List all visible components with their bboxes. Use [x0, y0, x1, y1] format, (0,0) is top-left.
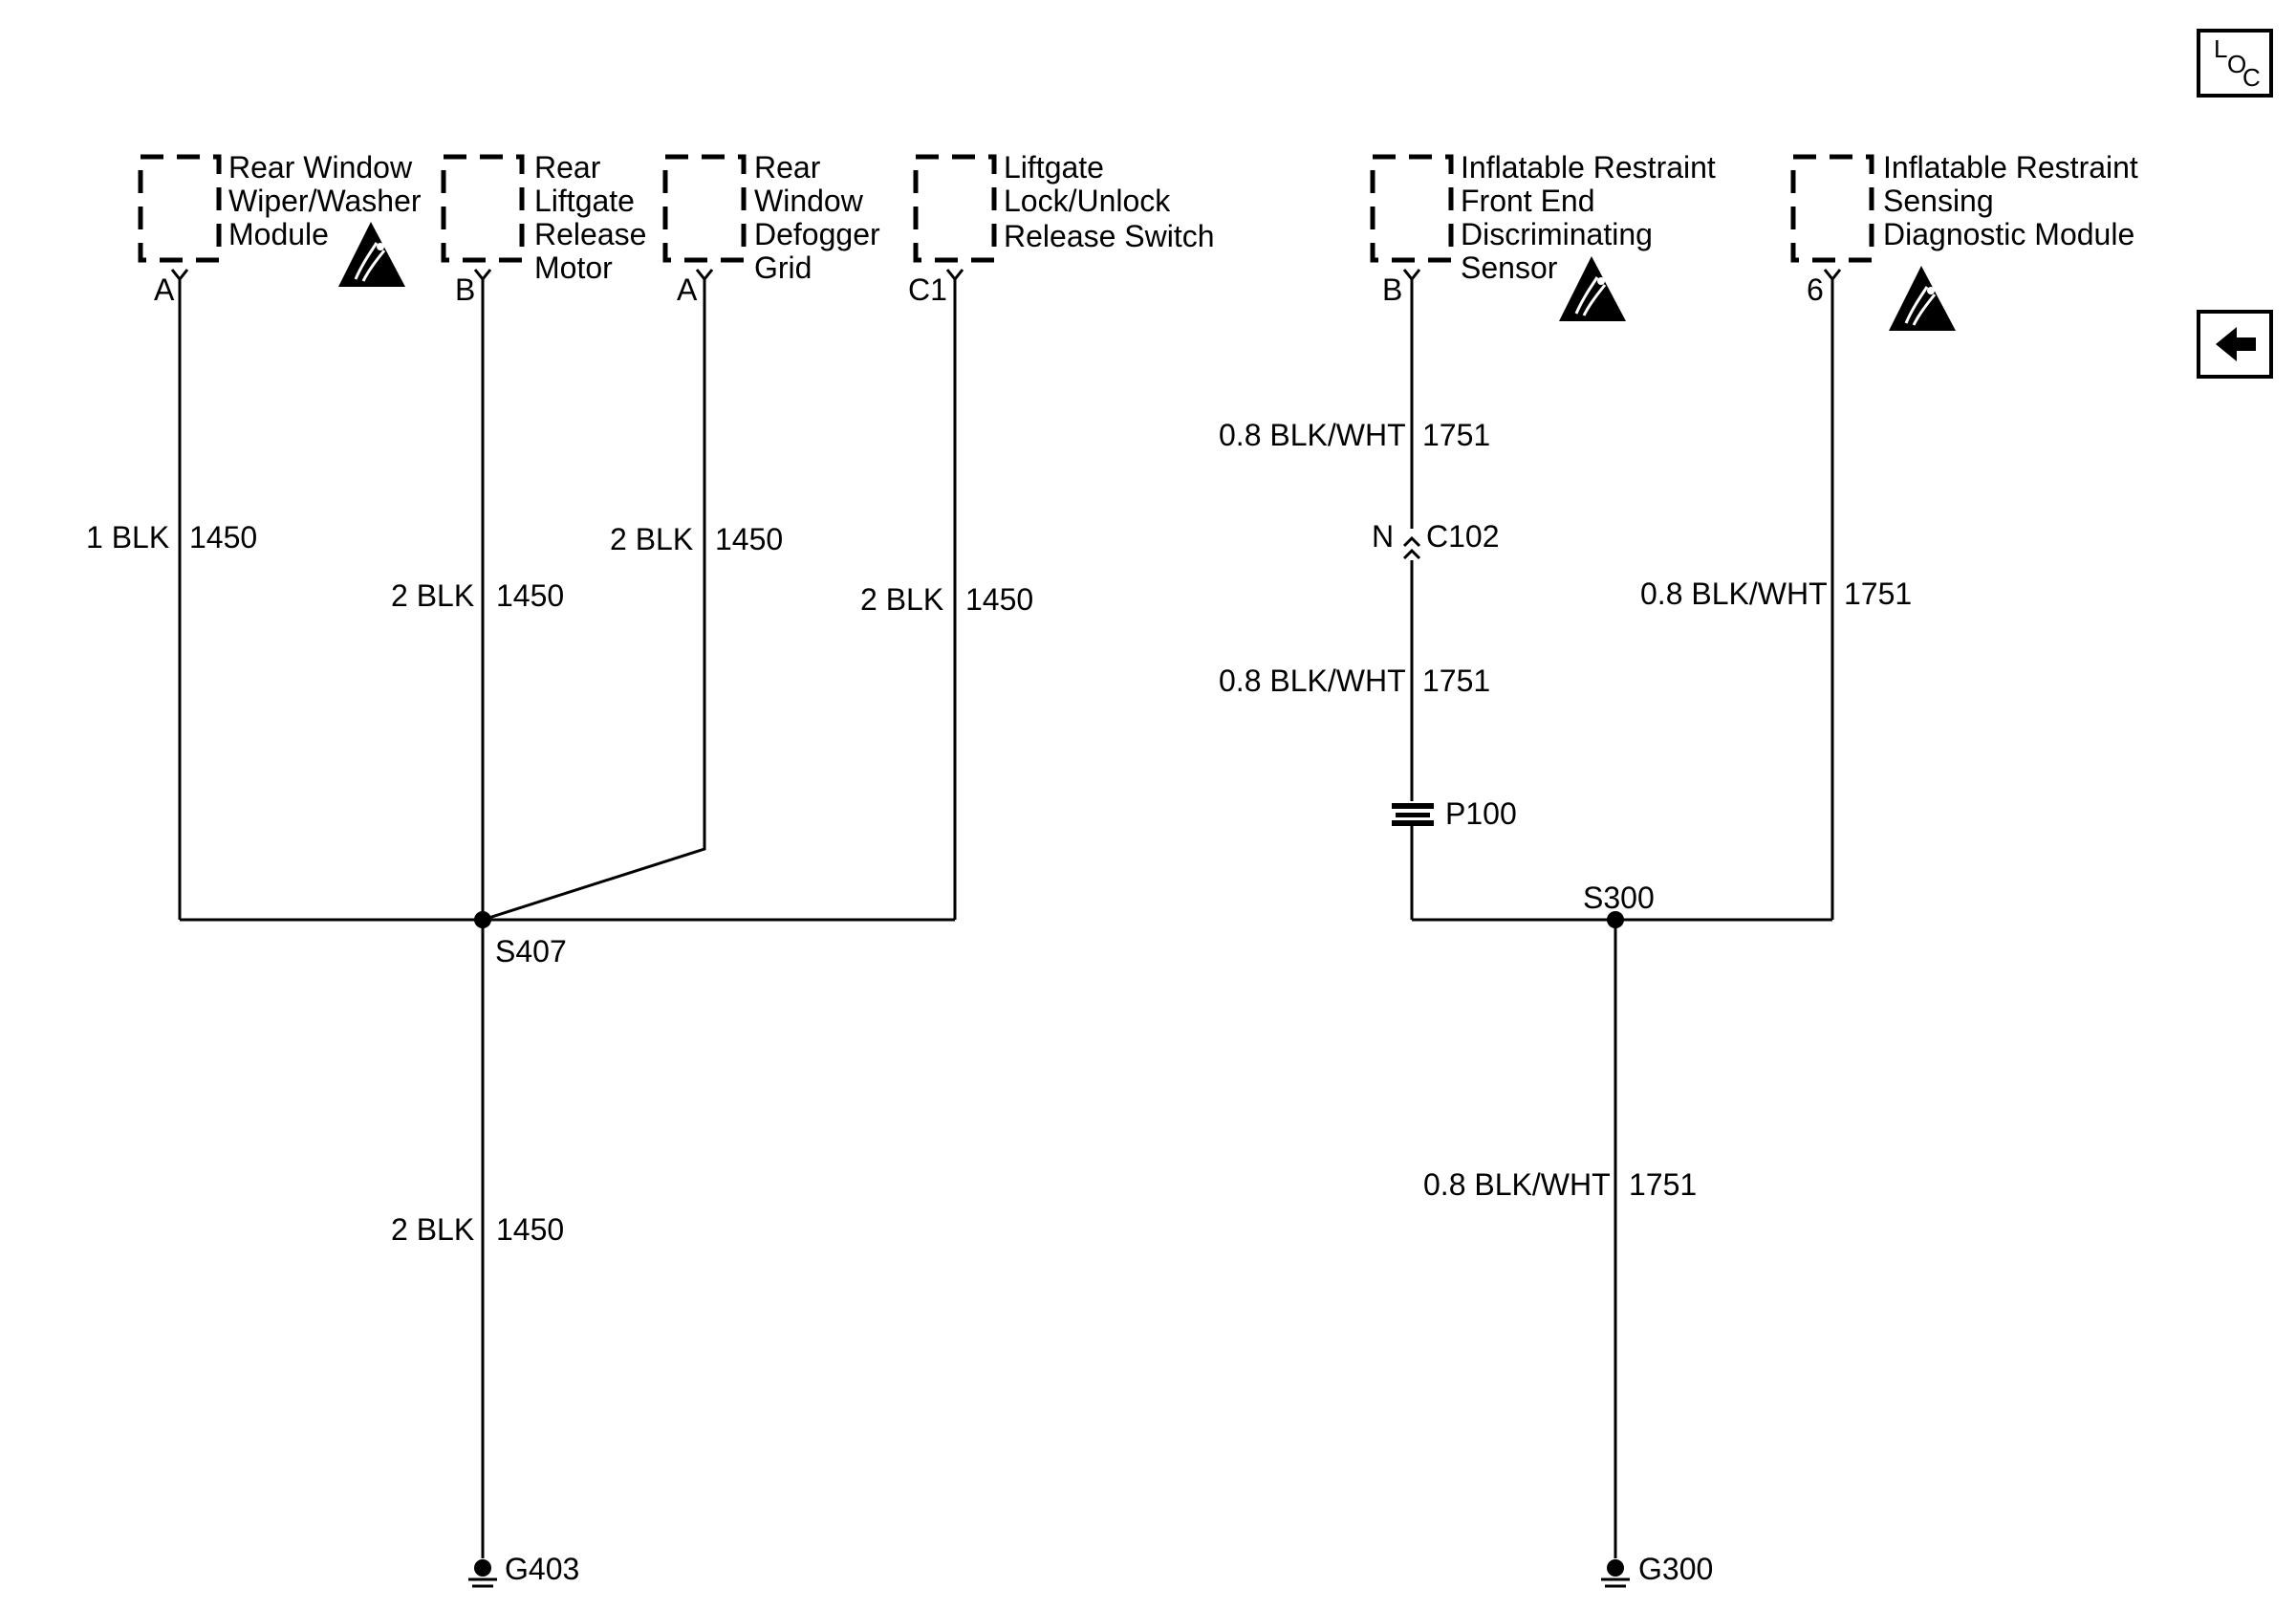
right-ground-circuit	[1392, 279, 1834, 1558]
splice-node	[474, 911, 491, 928]
component-label-line: Rear Window	[228, 150, 413, 185]
component-label-line: Sensor	[1461, 250, 1558, 285]
inflatable-restraint-sensing-diagnostic-module: Inflatable Restraint Sensing Diagnostic …	[1790, 150, 2138, 333]
component-label-line: Motor	[534, 250, 613, 285]
loc-button[interactable]: L O C	[2197, 29, 2273, 98]
component-label-line: Wiper/Washer	[228, 184, 422, 218]
pin-terminal-icon	[695, 268, 714, 281]
pin-label: B	[455, 272, 475, 307]
ground-symbol	[468, 1559, 497, 1588]
component-label-line: Release Switch	[1004, 219, 1215, 253]
component-label-line: Inflatable Restraint	[1883, 150, 2138, 185]
loc-letter: L	[2214, 34, 2227, 63]
component-label-line: Module	[228, 217, 329, 251]
inflatable-restraint-front-end-discriminating-sensor: Inflatable Restraint Front End Discrimin…	[1370, 150, 1716, 323]
esd-warning-icon	[1557, 254, 1628, 323]
wire-circuit-number: 1751	[1844, 577, 1912, 611]
pin-label: B	[1382, 272, 1402, 307]
left-ground-circuit	[178, 279, 957, 1558]
loc-letter: O	[2227, 50, 2246, 78]
wire-circuit-number: 1751	[1422, 664, 1490, 698]
liftgate-lock-unlock-release-switch: Liftgate Lock/Unlock Release Switch	[913, 150, 1215, 263]
pin-label: C1	[908, 272, 947, 307]
left-arrow-icon	[2216, 327, 2256, 361]
wire-circuit-number: 1450	[715, 522, 783, 556]
wire-circuit-number: 1751	[1629, 1167, 1697, 1202]
wire-size-color: 0.8 BLK/WHT	[1423, 1167, 1611, 1202]
wire-size-color: 2 BLK	[860, 582, 943, 617]
inline-connector-icon	[1402, 535, 1421, 560]
esd-warning-icon	[336, 220, 407, 289]
component-label-line: Lock/Unlock	[1004, 184, 1171, 218]
ground-label: G300	[1638, 1552, 1713, 1586]
ground-symbol	[1601, 1559, 1630, 1588]
wire-circuit-number: 1450	[496, 578, 564, 613]
wire-size-color: 2 BLK	[391, 1212, 474, 1247]
connector-label: C102	[1426, 519, 1500, 554]
ground-label: G403	[505, 1552, 579, 1586]
pass-through-label: P100	[1445, 796, 1517, 831]
wire-size-color: 0.8 BLK/WHT	[1219, 418, 1406, 452]
wire-circuit-number: 1450	[965, 582, 1033, 617]
component-label-line: Rear	[754, 150, 821, 185]
back-button[interactable]	[2197, 310, 2273, 379]
rear-liftgate-release-motor: Rear Liftgate Release Motor	[441, 150, 646, 285]
pin-label: A	[677, 272, 698, 307]
esd-warning-icon	[1887, 264, 1958, 333]
wire-circuit-number: 1450	[496, 1212, 564, 1247]
component-label-line: Sensing	[1883, 184, 1994, 218]
pin-label: A	[154, 272, 175, 307]
connector-pin-label: N	[1372, 519, 1394, 554]
component-label-line: Discriminating	[1461, 217, 1653, 251]
rear-window-wiper-washer-module: Rear Window Wiper/Washer Module	[138, 150, 422, 289]
wire-circuit-number: 1450	[189, 520, 257, 555]
component-label-line: Release	[534, 217, 646, 251]
component-label-line: Liftgate	[1004, 150, 1104, 185]
wire-size-color: 2 BLK	[610, 522, 693, 556]
component-label-line: Rear	[534, 150, 601, 185]
wire-circuit-number: 1751	[1422, 418, 1490, 452]
pin-terminal-icon	[1823, 268, 1842, 281]
component-label-line: Defogger	[754, 217, 880, 251]
wire-size-color: 0.8 BLK/WHT	[1640, 577, 1828, 611]
pin-terminal-icon	[170, 268, 189, 281]
wire-size-color: 1 BLK	[86, 520, 169, 555]
pin-label: 6	[1807, 272, 1824, 307]
component-label-line: Diagnostic Module	[1883, 217, 2134, 251]
wire-defogger	[482, 279, 706, 922]
component-label-line: Liftgate	[534, 184, 635, 218]
component-label-line: Front End	[1461, 184, 1595, 218]
component-label-line: Window	[754, 184, 864, 218]
splice-label: S300	[1583, 881, 1655, 915]
rear-window-defogger-grid: Rear Window Defogger Grid	[662, 150, 880, 285]
component-label-line: Inflatable Restraint	[1461, 150, 1716, 185]
pass-through-grommet-icon	[1392, 803, 1434, 826]
splice-label: S407	[495, 934, 567, 968]
pin-terminal-icon	[945, 268, 964, 281]
wire-size-color: 0.8 BLK/WHT	[1219, 664, 1406, 698]
pin-terminal-icon	[1402, 268, 1421, 281]
pin-terminal-icon	[473, 268, 492, 281]
splice-node	[1607, 911, 1624, 928]
component-label-line: Grid	[754, 250, 812, 285]
wire-size-color: 2 BLK	[391, 578, 474, 613]
loc-letter: C	[2242, 63, 2261, 92]
